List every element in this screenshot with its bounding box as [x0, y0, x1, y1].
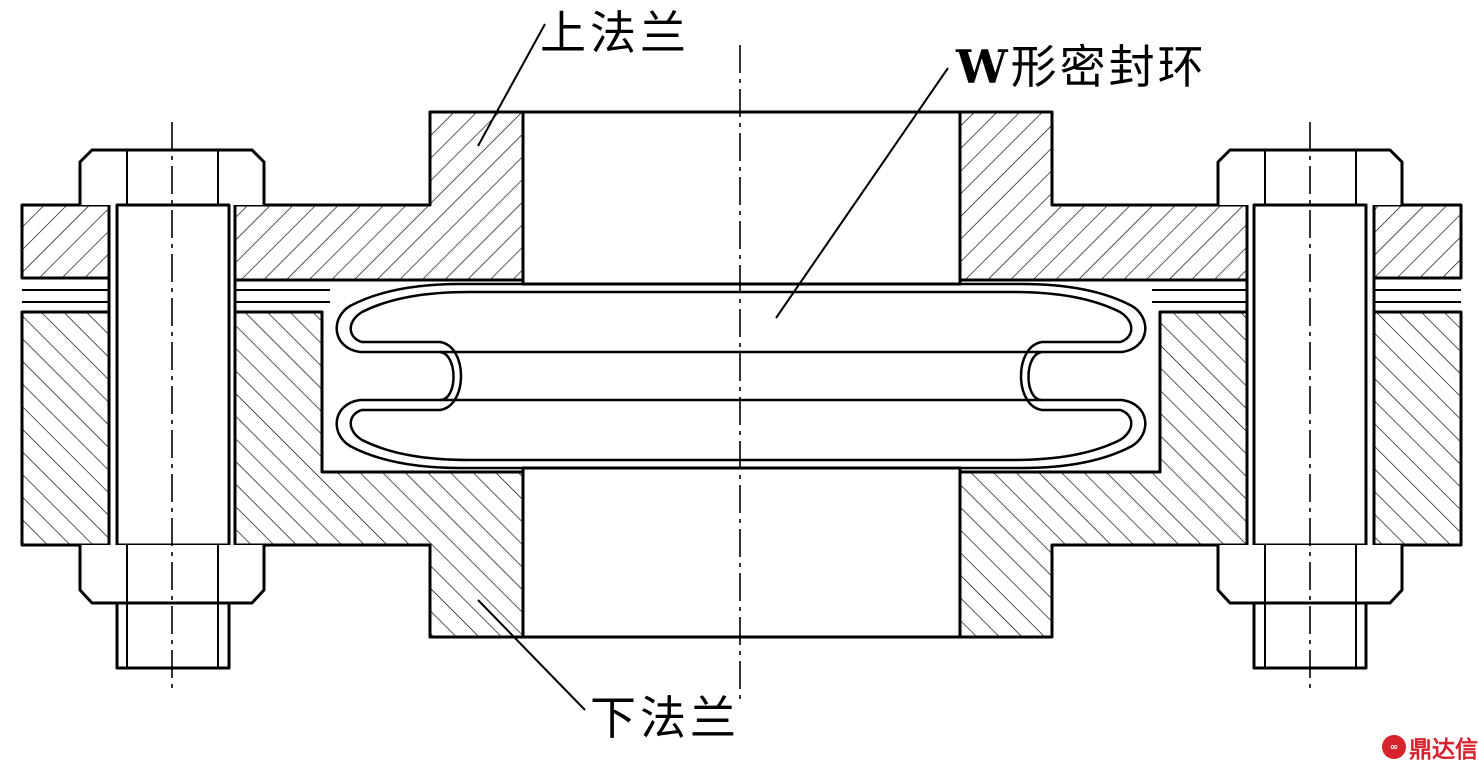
watermark-logo-icon: ∞ [1382, 735, 1406, 759]
lower-flange-label: 下法兰 [590, 691, 740, 745]
upper-flange-right [958, 110, 1463, 282]
seal-ring-label-prefix: W [956, 40, 1011, 94]
lower-flange-leader [477, 599, 586, 711]
w-seal-ring [335, 282, 1147, 470]
seal-ring-label-suffix: 形密封环 [1010, 40, 1207, 94]
upper-flange-leader [477, 23, 546, 147]
lower-flange-left [20, 310, 525, 639]
upper-flange-label: 上法兰 [540, 6, 690, 60]
seal-ring-label: W形密封环 [956, 44, 1207, 90]
seal-ring-leader [775, 67, 949, 319]
watermark-text: 鼎达信 [1409, 737, 1478, 763]
watermark: ∞ 鼎达信 [1382, 732, 1478, 763]
lower-flange-right [958, 310, 1463, 639]
